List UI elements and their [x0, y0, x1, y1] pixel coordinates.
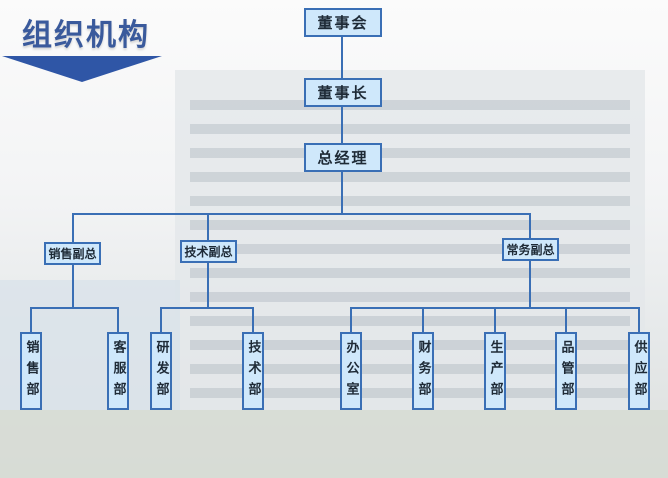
connector — [72, 213, 74, 243]
general-manager-box: 总经理 — [304, 143, 382, 172]
background-ground — [0, 410, 668, 478]
connector — [529, 213, 531, 239]
connector — [341, 36, 343, 214]
dept-box: 客服部 — [107, 332, 129, 410]
connector — [350, 307, 352, 333]
dept-box: 供应部 — [628, 332, 650, 410]
connector — [72, 213, 531, 215]
connector — [30, 307, 32, 333]
connector — [117, 307, 119, 333]
connector — [565, 307, 567, 333]
connector — [72, 264, 74, 308]
dept-box: 技术部 — [242, 332, 264, 410]
connector — [422, 307, 424, 333]
connector — [30, 307, 118, 309]
connector — [160, 307, 162, 333]
chairman-box: 董事长 — [304, 78, 382, 107]
arrow-down-icon — [2, 56, 162, 82]
connector — [160, 307, 254, 309]
connector — [638, 307, 640, 333]
connector — [529, 260, 531, 308]
connector — [494, 307, 496, 333]
dept-box: 财务部 — [412, 332, 434, 410]
sales-vp-box: 销售副总 — [44, 242, 101, 265]
dept-box: 生产部 — [484, 332, 506, 410]
board-box: 董事会 — [304, 8, 382, 37]
dept-box: 研发部 — [150, 332, 172, 410]
connector — [207, 262, 209, 308]
dept-box: 品管部 — [555, 332, 577, 410]
executive-vp-box: 常务副总 — [502, 238, 559, 261]
page-title: 组织机构 — [22, 18, 150, 53]
tech-vp-box: 技术副总 — [180, 240, 237, 263]
connector — [207, 213, 209, 241]
connector — [252, 307, 254, 333]
dept-box: 办公室 — [340, 332, 362, 410]
dept-box: 销售部 — [20, 332, 42, 410]
